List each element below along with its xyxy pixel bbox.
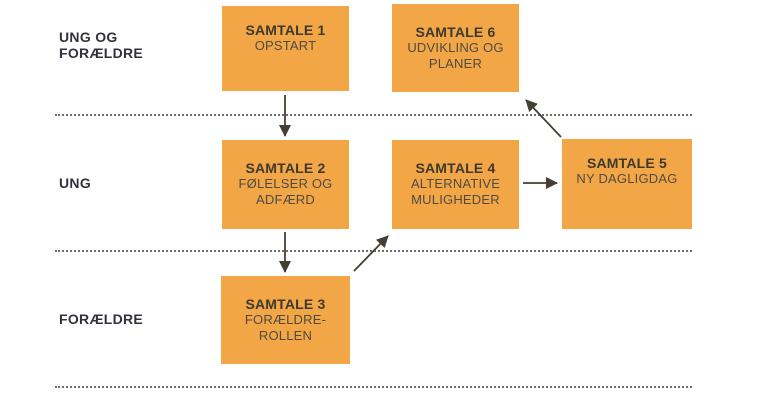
box-samtale-1-title: SAMTALE 1 [245,22,326,38]
box-subtitle-line: ALTERNATIVE [410,176,501,191]
box-samtale-5-title: SAMTALE 5 [586,155,668,171]
box-samtale-2-subtitle: FØLELSER OG ADFÆRD [222,176,349,208]
box-samtale-5-subtitle: NY DAGLIGDAG [562,171,692,187]
row-label-ung-og-foraeldre: UNG OG FORÆLDRE [59,29,144,61]
row-label-foraeldre: FORÆLDRE [59,311,144,327]
box-samtale-2-title: SAMTALE 2 [245,160,326,176]
box-samtale-1: SAMTALE 1 OPSTART [222,6,349,91]
box-subtitle-line: PLANER [428,56,483,71]
box-subtitle-line: OPSTART [254,38,317,53]
box-samtale-5: SAMTALE 5 NY DAGLIGDAG [562,139,692,229]
box-subtitle-line: NY DAGLIGDAG [576,171,678,186]
box-samtale-6: SAMTALE 6 UDVIKLING OG PLANER [392,4,519,92]
box-samtale-1-subtitle: OPSTART [222,38,349,54]
box-samtale-3-title: SAMTALE 3 [245,296,326,312]
box-subtitle-line: MULIGHEDER [411,192,500,207]
box-subtitle-line: ADFÆRD [256,192,315,207]
box-samtale-4: SAMTALE 4 ALTERNATIVE MULIGHEDER [392,140,519,229]
row-divider-middle [55,250,692,252]
arrow-samtale5-samtale6 [525,99,562,138]
box-samtale-3: SAMTALE 3 FORÆLDRE- ROLLEN [221,276,350,364]
box-samtale-6-subtitle: UDVIKLING OG PLANER [392,40,519,72]
box-samtale-3-subtitle: FORÆLDRE- ROLLEN [221,312,350,344]
row-label-ung: UNG [59,175,92,191]
box-samtale-4-title: SAMTALE 4 [415,160,496,176]
box-samtale-2: SAMTALE 2 FØLELSER OG ADFÆRD [222,140,349,229]
row-divider-bottom [55,386,692,388]
box-subtitle-line: FORÆLDRE- [244,312,327,327]
row-divider-top [55,114,692,116]
box-subtitle-line: FØLELSER OG [238,176,333,191]
arrow-samtale3-samtale4 [353,235,389,272]
box-subtitle-line: UDVIKLING OG [407,40,504,55]
box-samtale-4-subtitle: ALTERNATIVE MULIGHEDER [392,176,519,208]
box-subtitle-line: ROLLEN [258,328,313,343]
box-samtale-6-title: SAMTALE 6 [415,24,496,40]
